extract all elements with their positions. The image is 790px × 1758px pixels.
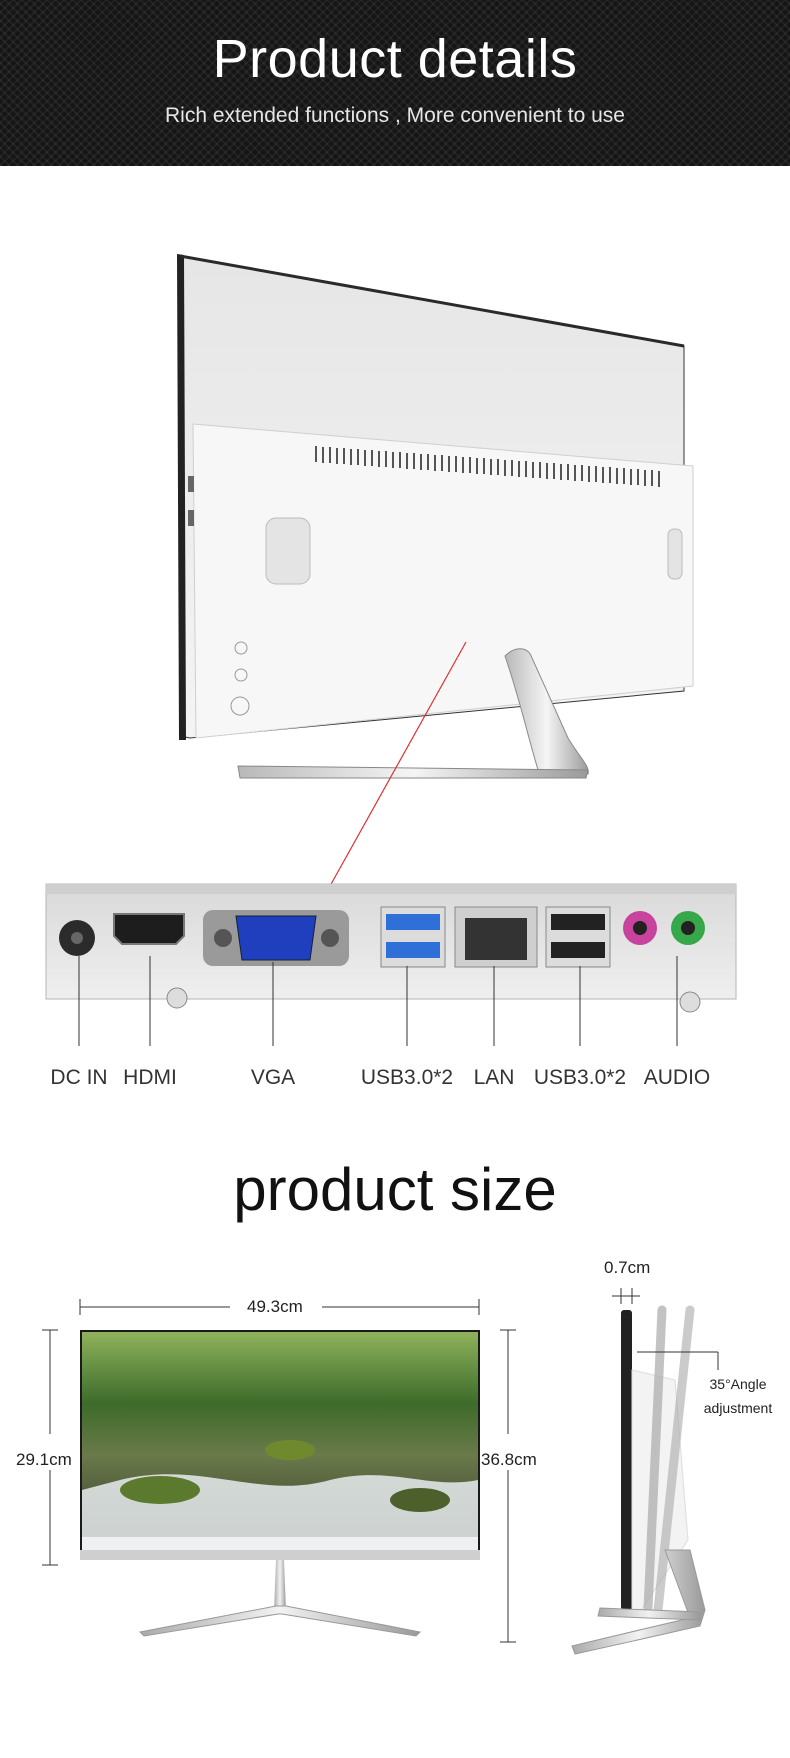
thickness-label: 0.7cm	[604, 1258, 651, 1278]
stand-neck	[504, 648, 589, 777]
port-label-lan: LAN	[473, 1066, 515, 1089]
adjust-button-icon	[234, 668, 248, 682]
port-label-usb-left: USB3.0*2	[360, 1066, 454, 1089]
monitor-back-illustration	[45, 254, 737, 1046]
port-label-usb-right: USB3.0*2	[533, 1066, 627, 1089]
angle-adjustment-label: 35°Angle adjustment	[690, 1372, 786, 1420]
page-subtitle: Rich extended functions , More convenien…	[165, 104, 625, 127]
front-stand-neck	[274, 1560, 286, 1610]
total-height-label: 36.8cm	[481, 1450, 537, 1470]
speaker-left	[265, 517, 311, 585]
angle-label-line2: adjustment	[703, 1400, 773, 1416]
pointer-line	[329, 641, 467, 887]
side-view-stand	[571, 1549, 706, 1655]
vga-port	[235, 915, 317, 961]
width-dimension-label: 49.3cm	[247, 1297, 303, 1317]
port-label-audio: AUDIO	[643, 1066, 711, 1089]
header-banner	[0, 0, 790, 166]
size-section-title: product size	[233, 1156, 557, 1223]
taskbar	[82, 1537, 478, 1550]
page-title: Product details	[212, 29, 578, 89]
stand-base	[237, 765, 589, 779]
monitor-bezel	[177, 254, 186, 740]
side-view-panel	[621, 1310, 632, 1610]
menu-button-icon	[234, 641, 248, 655]
vent-grille	[315, 446, 660, 487]
hdmi-port	[113, 913, 185, 945]
screen-height-label: 29.1cm	[16, 1450, 72, 1470]
power-button-icon	[230, 696, 250, 716]
port-label-vga: VGA	[250, 1066, 296, 1089]
speaker-right	[667, 528, 683, 580]
monitor-front-illustration	[42, 1288, 719, 1655]
port-label-hdmi: HDMI	[123, 1066, 177, 1089]
front-stand-base	[138, 1605, 422, 1637]
angle-label-line1: 35°Angle	[709, 1376, 767, 1392]
back-housing	[192, 423, 694, 739]
port-label-dc-in: DC IN	[50, 1066, 108, 1089]
